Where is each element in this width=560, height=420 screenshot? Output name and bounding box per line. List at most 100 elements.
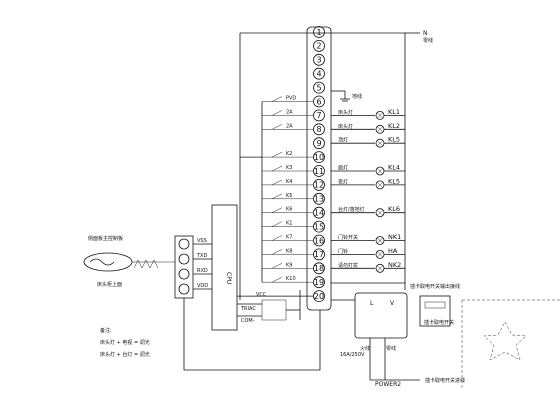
relay-label: K2 bbox=[286, 151, 292, 157]
note-line-1: 床头灯 + 电视 = 调光 bbox=[100, 339, 150, 346]
fuse-mark-label: 16A/250V bbox=[340, 352, 365, 358]
power2-note: 插卡取电开关进线 bbox=[425, 377, 465, 384]
lamp-code: KL1 bbox=[388, 108, 400, 116]
lamp-code: NK2 bbox=[388, 261, 401, 269]
port-circle bbox=[178, 238, 190, 250]
lamp-label: 廊灯 bbox=[338, 165, 348, 172]
terminal-7 bbox=[313, 109, 325, 122]
terminal-8 bbox=[313, 123, 325, 136]
lamp-label: 夜灯 bbox=[338, 178, 348, 185]
relay-label: 2A bbox=[286, 123, 293, 129]
lamp-code: KL6 bbox=[388, 205, 400, 213]
cpu-label: CPU bbox=[225, 272, 232, 284]
terminal-16 bbox=[313, 234, 325, 247]
com-label: COM- bbox=[241, 318, 255, 324]
top-right-neutral-label: 零线 bbox=[423, 37, 433, 44]
terminal-number: 10 bbox=[314, 153, 324, 162]
port-label: VSS bbox=[197, 238, 207, 244]
terminal-number: 17 bbox=[314, 250, 324, 259]
terminal-13 bbox=[313, 192, 325, 205]
relay-label: K10 bbox=[286, 276, 296, 282]
terminal-number: 4 bbox=[316, 70, 321, 79]
panel-symbol bbox=[83, 252, 133, 272]
terminal-14 bbox=[313, 206, 325, 219]
relay-label: K9 bbox=[286, 262, 292, 268]
terminal-12 bbox=[313, 178, 325, 191]
port-connector bbox=[174, 235, 194, 299]
lamp-label: 请勿打扰 bbox=[338, 262, 358, 269]
port-circle bbox=[178, 283, 190, 295]
zero-label: 零线 bbox=[386, 345, 396, 352]
fire-label: 火线 bbox=[360, 345, 370, 352]
terminal-number: 9 bbox=[316, 139, 321, 148]
lamp-code: KL5 bbox=[388, 177, 400, 185]
terminal-number: 14 bbox=[314, 209, 324, 218]
card-switch bbox=[419, 295, 451, 327]
relay-label: K3 bbox=[286, 165, 292, 171]
terminal-17 bbox=[313, 248, 325, 261]
port-circle bbox=[178, 268, 190, 280]
terminal-15 bbox=[313, 220, 325, 233]
lamp-code: NK1 bbox=[388, 233, 401, 241]
lamp-label: 床头灯 bbox=[338, 109, 353, 116]
terminal-strip bbox=[306, 26, 332, 311]
lamp-code: KL2 bbox=[388, 122, 400, 130]
port-label: VDD bbox=[197, 283, 208, 289]
relay-label: K4 bbox=[286, 179, 292, 185]
ground-label: 地线 bbox=[352, 93, 362, 100]
lamp-code: KL5 bbox=[388, 136, 400, 144]
power2-label: POWER2 bbox=[375, 381, 401, 388]
lamp-code: HA bbox=[388, 247, 398, 255]
terminal-number: 12 bbox=[314, 181, 324, 190]
lamp-label: 门铃 bbox=[338, 248, 348, 255]
terminal-number: 15 bbox=[314, 222, 324, 231]
port-circle bbox=[178, 253, 190, 265]
relay-label: K8 bbox=[286, 248, 292, 254]
top-right-n-label: N bbox=[423, 30, 428, 37]
terminal-number: 11 bbox=[314, 167, 324, 176]
panel-title: 侧面板主控制板 bbox=[88, 235, 123, 242]
lamp-label: 台灯/落地灯 bbox=[338, 206, 365, 213]
panel-note: 床头柜上面 bbox=[97, 281, 122, 288]
note-line-2: 床头灯 + 台灯 = 调光 bbox=[100, 351, 150, 358]
relay-label: K7 bbox=[286, 235, 292, 241]
triac-label: TRIAC bbox=[240, 306, 256, 312]
power-v-label: V bbox=[390, 300, 395, 307]
port-label: RXD bbox=[197, 268, 208, 274]
relay-label: K6 bbox=[286, 207, 292, 213]
terminal-number: 5 bbox=[316, 83, 321, 92]
lamp-code: KL4 bbox=[388, 164, 400, 172]
terminal-11 bbox=[313, 165, 325, 177]
relay-label: K5 bbox=[286, 193, 292, 199]
terminal-number: 6 bbox=[316, 97, 321, 106]
terminal-19 bbox=[313, 276, 325, 289]
cpu-block bbox=[211, 204, 238, 331]
port-label: TXD bbox=[196, 253, 207, 259]
terminal-20 bbox=[313, 290, 325, 303]
terminal-9 bbox=[313, 137, 325, 150]
terminal-4 bbox=[313, 67, 325, 80]
lamp-label: 顶灯 bbox=[338, 137, 348, 144]
relay-label: 2A bbox=[286, 109, 293, 115]
terminal-number: 20 bbox=[314, 292, 324, 301]
relay-label: PVD bbox=[286, 96, 296, 102]
power-switch bbox=[354, 292, 408, 339]
terminal-number: 3 bbox=[316, 56, 321, 65]
terminal-number: 19 bbox=[314, 278, 324, 287]
note-title: 备注: bbox=[100, 327, 112, 334]
decorative-star bbox=[483, 321, 527, 361]
optocoupler bbox=[261, 299, 287, 321]
relay-label: K1 bbox=[286, 221, 292, 227]
terminal-3 bbox=[313, 53, 325, 66]
lamp-label: 门铃开关 bbox=[338, 234, 358, 241]
power-l-label: L bbox=[370, 300, 374, 307]
right-note-1: 插卡取电开关输出接线 bbox=[410, 283, 460, 290]
terminal-number: 18 bbox=[314, 264, 324, 273]
terminal-number: 7 bbox=[316, 111, 321, 120]
lamp-label: 床头灯 bbox=[338, 123, 353, 130]
terminal-18 bbox=[313, 262, 325, 275]
terminal-number: 1 bbox=[316, 28, 321, 37]
terminal-number: 13 bbox=[314, 195, 324, 204]
terminal-number: 8 bbox=[316, 125, 321, 134]
